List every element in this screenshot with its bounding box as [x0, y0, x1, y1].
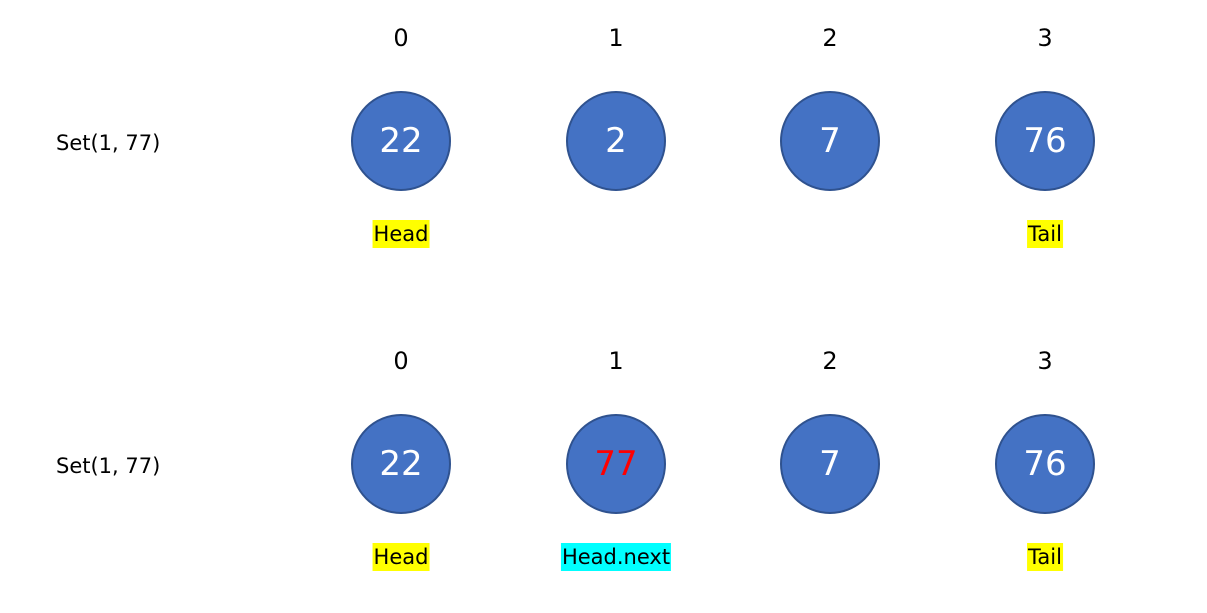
list-node: 7 [780, 91, 880, 191]
list-node: 22 [351, 91, 451, 191]
list-node: 76 [995, 91, 1095, 191]
node-value: 76 [1023, 121, 1067, 161]
index-label: 3 [1037, 24, 1053, 52]
index-label: 1 [608, 347, 624, 375]
node-value: 7 [819, 444, 841, 484]
list-node: 76 [995, 414, 1095, 514]
operation-label: Set(1, 77) [56, 454, 161, 478]
index-label: 3 [1037, 347, 1053, 375]
list-node: 22 [351, 414, 451, 514]
list-node-updated: 77 [566, 414, 666, 514]
list-state-after: Set(1, 77) 0 1 2 3 22 77 7 76 Head Head.… [0, 323, 1207, 583]
node-value: 7 [819, 121, 841, 161]
node-value: 76 [1023, 444, 1067, 484]
node-value: 22 [379, 121, 423, 161]
tail-pointer-label: Tail [1027, 543, 1063, 571]
list-state-before: Set(1, 77) 0 1 2 3 22 2 7 76 Head Tail [0, 0, 1207, 260]
head-pointer-label: Head [372, 220, 430, 248]
list-node: 7 [780, 414, 880, 514]
index-label: 2 [822, 347, 838, 375]
index-label: 2 [822, 24, 838, 52]
node-value: 2 [605, 121, 627, 161]
node-value: 22 [379, 444, 423, 484]
index-label: 0 [393, 24, 409, 52]
tail-pointer-label: Tail [1027, 220, 1063, 248]
operation-label: Set(1, 77) [56, 131, 161, 155]
head-next-pointer-label: Head.next [560, 543, 672, 571]
index-label: 1 [608, 24, 624, 52]
list-node: 2 [566, 91, 666, 191]
node-value-changed: 77 [594, 444, 638, 484]
head-pointer-label: Head [372, 543, 430, 571]
index-label: 0 [393, 347, 409, 375]
